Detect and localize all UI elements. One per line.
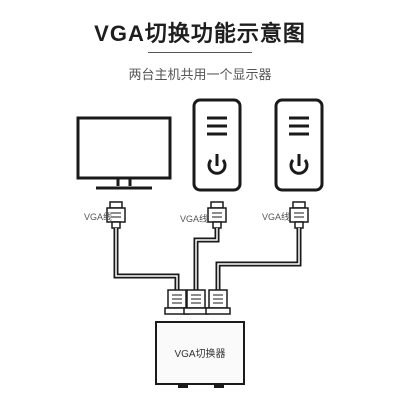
- diagram-title: VGA切换功能示意图: [94, 21, 306, 46]
- cable-label: VGA线: [84, 211, 112, 222]
- vga-connector-icon: [164, 289, 190, 315]
- vga-connector-icon: [183, 289, 209, 315]
- cable-label: VGA线: [180, 213, 208, 224]
- vga-connector-icon: [106, 201, 126, 229]
- power-icon: [289, 154, 309, 175]
- vga-connector-icon: [205, 289, 231, 315]
- power-icon: [207, 154, 227, 175]
- title-divider: [148, 52, 252, 53]
- diagram-subtitle: 两台主机共用一个显示器: [128, 67, 272, 82]
- switch-label: VGA切换器: [174, 347, 225, 360]
- vga-connector-icon: [289, 201, 309, 229]
- vga-cables: [113, 228, 302, 290]
- pc-tower-icon: [192, 98, 242, 192]
- monitor-icon: [76, 116, 172, 190]
- pc-tower-icon: [274, 98, 324, 192]
- vga-switch-box: [155, 321, 245, 388]
- cable-label: VGA线: [262, 211, 290, 222]
- vga-connector-icon: [207, 201, 227, 229]
